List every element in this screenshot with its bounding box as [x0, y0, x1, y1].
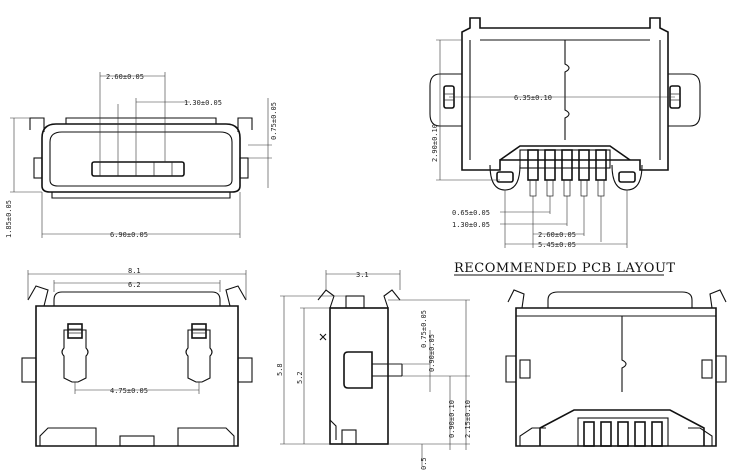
bottom-inner-width-dim: 6.2 — [128, 281, 141, 289]
side-pin-height-top-dim: 0.75±0.05 — [420, 310, 428, 348]
side-lower-a-dim: 0.90±0.10 — [448, 400, 456, 438]
front-view: 2.60±0.05 1.30±0.05 6.90±0.05 1.85±0.05 … — [5, 72, 278, 239]
pcb-layout-view: 6.35±0.10 2.90±0.10 0.65±0.05 1.30±0.05 … — [429, 17, 701, 276]
side-top-width-dim: 3.1 — [356, 271, 369, 279]
side-view: 3.1 5.8 5.2 0.90±0.05 0.90±0.10 2.15±0.1… — [276, 270, 472, 470]
pcb-layout-title: RECOMMENDED PCB LAYOUT — [454, 261, 676, 276]
pcb-tab-span-dim: 6.35±0.10 — [514, 94, 552, 102]
front-pitch-top-dim: 2.60±0.05 — [106, 73, 144, 81]
pcb-pad-span-mid-dim: 2.60±0.05 — [538, 231, 576, 239]
side-pin-height-dim: 0.90±0.05 — [428, 334, 436, 372]
top-view — [505, 289, 727, 447]
front-left-height-dim: 1.85±0.05 — [5, 200, 13, 238]
front-right-height-dim: 0.75±0.05 — [270, 102, 278, 140]
bottom-outer-width-dim: 8.1 — [128, 267, 141, 275]
front-pitch-small-dim: 1.30±0.05 — [184, 99, 222, 107]
pcb-pad-span-large-dim: 5.45±0.05 — [538, 241, 576, 249]
bottom-post-span-dim: 4.75±0.05 — [110, 387, 148, 395]
front-width-dim: 6.90±0.05 — [110, 231, 148, 239]
pcb-vertical-dim: 2.90±0.10 — [431, 124, 439, 162]
bottom-view: 8.1 6.2 4.75±0.05 — [21, 267, 253, 447]
pcb-pad-pitch-dim: 0.65±0.05 — [452, 209, 490, 217]
side-overall-height-dim: 5.8 — [276, 363, 284, 376]
side-lower-b-dim: 2.15±0.10 — [464, 400, 472, 438]
side-body-height-dim: 5.2 — [296, 371, 304, 384]
side-bottom-tick-dim: 0.5 — [420, 457, 428, 470]
pcb-pad-span-small-dim: 1.30±0.05 — [452, 221, 490, 229]
